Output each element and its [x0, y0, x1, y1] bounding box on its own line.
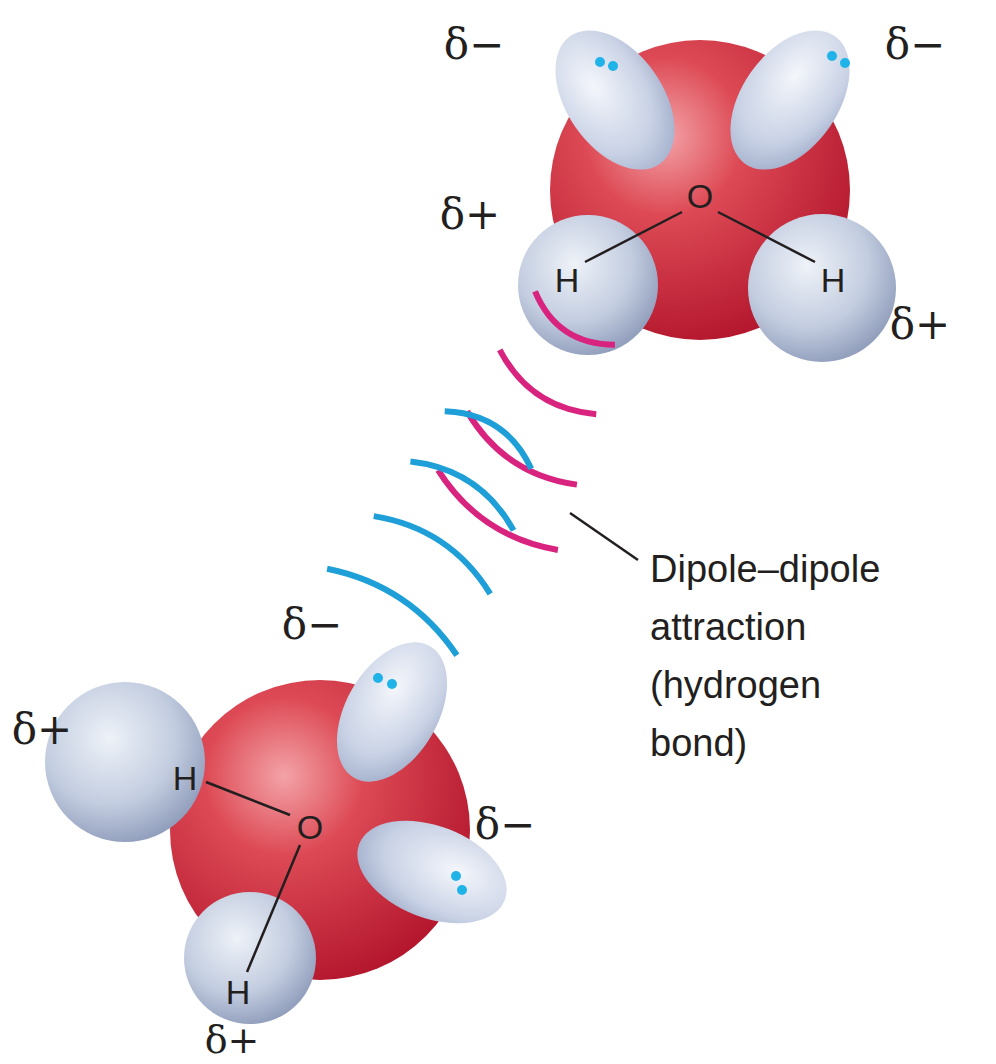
lone-pair-lobe [531, 9, 699, 192]
electron-dot [840, 58, 850, 68]
atom-symbol: H [555, 263, 580, 297]
attraction-arcs [327, 291, 615, 655]
partial-charge: δ− [885, 24, 945, 66]
electron-dot [457, 885, 467, 895]
bond-line [718, 212, 815, 262]
partial-charge: δ− [444, 24, 504, 66]
partial-charge: δ+ [12, 709, 72, 751]
partial-charge: δ+ [205, 1021, 260, 1059]
electron-dot [595, 57, 605, 67]
atom-symbol: O [687, 179, 713, 213]
field-arc [445, 411, 532, 469]
top-water-molecule [518, 9, 896, 362]
leader-line [570, 513, 638, 560]
field-arc [535, 291, 615, 344]
bond-line [585, 212, 682, 262]
hydrogen-sphere [184, 892, 316, 1024]
bond-line [247, 845, 300, 972]
partial-charge: δ+ [890, 304, 950, 346]
field-arc [410, 462, 513, 531]
lone-pair-lobe [706, 9, 874, 192]
electron-dot [387, 679, 397, 689]
callout-label: Dipole–dipole attraction (hydrogen bond) [650, 540, 915, 772]
electron-dot [451, 871, 461, 881]
partial-charge: δ− [282, 604, 342, 646]
lone-pair-lobe [314, 623, 470, 801]
bottom-water-molecule [45, 623, 521, 1024]
hydrogen-sphere [45, 682, 205, 842]
field-arc [500, 350, 597, 414]
electron-dot [827, 51, 837, 61]
electron-dot [608, 61, 618, 71]
partial-charge: δ− [475, 804, 535, 846]
atom-symbol: H [173, 761, 198, 795]
bond-line [206, 782, 290, 815]
atom-symbol: H [821, 263, 846, 297]
atom-symbol: H [226, 975, 251, 1009]
hydrogen-sphere [748, 214, 896, 362]
atom-symbol: O [297, 810, 323, 844]
partial-charge: δ+ [440, 194, 500, 236]
field-arc [327, 569, 457, 656]
electron-dot [373, 673, 383, 683]
field-arc [374, 516, 490, 594]
